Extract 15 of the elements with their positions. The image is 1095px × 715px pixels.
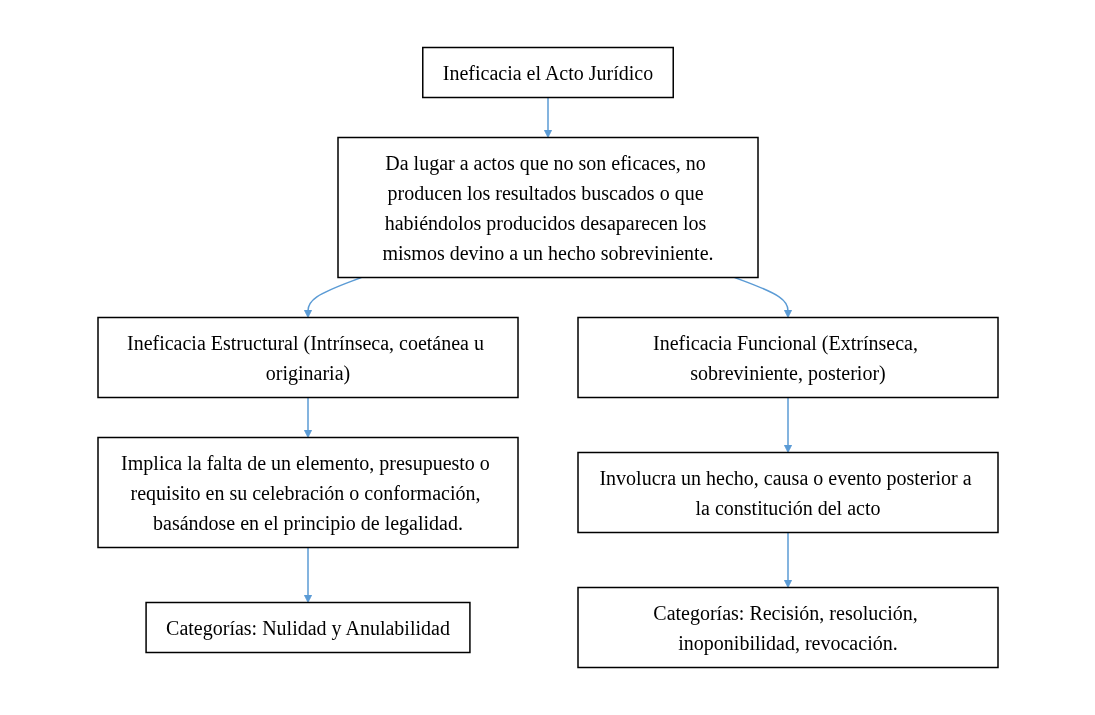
arrow: [303, 396, 312, 438]
node-box: Involucra un hecho, causa o evento posterior a la constitución del acto: [576, 451, 999, 534]
arrow: [303, 276, 362, 318]
node-box: Categorías: Recisión, resolución, inoponibilidad, revocación.: [576, 586, 999, 669]
node-box: Ineficacia el Acto Jurídico: [421, 46, 674, 99]
arrow: [733, 276, 792, 318]
node-box: Ineficacia Estructural (Intrínseca, coetánea u originaria): [96, 316, 519, 399]
node-box: Implica la falta de un elemento, presupuesto o requisito en su celebración o conformación, basándose en el principio de legalidad.: [96, 436, 519, 549]
arrow: [543, 96, 552, 138]
arrow: [783, 396, 792, 453]
node-box: Categorías: Nulidad y Anulabilidad: [144, 601, 471, 654]
arrow: [303, 546, 312, 603]
node-box: Ineficacia Funcional (Extrínseca, sobreviniente, posterior): [576, 316, 999, 399]
arrow: [783, 531, 792, 588]
node-box: Da lugar a actos que no son eficaces, no producen los resultados buscados o que habiéndolos producidos desaparecen los mismos devino a un hecho sobreviniente.: [336, 136, 759, 279]
